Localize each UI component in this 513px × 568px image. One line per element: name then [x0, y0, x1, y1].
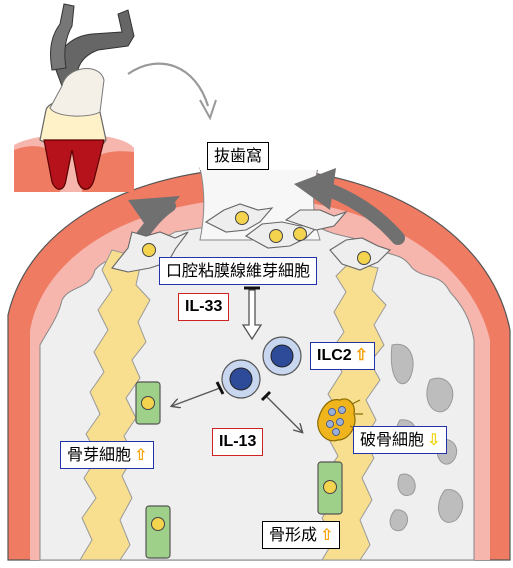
il13-label: IL-13 — [212, 428, 263, 456]
il13-label-text: IL-13 — [219, 433, 256, 450]
socket-label: 抜歯窩 — [207, 142, 269, 170]
osteoclast-label: 破骨細胞⇩ — [353, 426, 447, 454]
il33-label-text: IL-33 — [185, 298, 222, 315]
osteoblast-increase-icon: ⇧ — [134, 445, 147, 464]
osteoclast-decrease-icon: ⇩ — [427, 430, 440, 449]
osteoclast-label-text: 破骨細胞 — [360, 430, 424, 449]
tooth-extraction-illustration — [14, 4, 216, 192]
bone-formation-label: 骨形成⇧ — [262, 521, 340, 549]
ilc2-increase-icon: ⇧ — [355, 347, 368, 364]
il33-label: IL-33 — [178, 293, 229, 321]
fibroblast-label-text: 口腔粘膜線維芽細胞 — [166, 261, 310, 280]
ilc2-label-text: ILC2 — [317, 347, 352, 364]
ilc2-label: ILC2⇧ — [310, 342, 375, 370]
bone-formation-increase-icon: ⇧ — [320, 525, 333, 544]
osteoblast-label-text: 骨芽細胞 — [67, 445, 131, 464]
socket-label-text: 抜歯窩 — [214, 146, 262, 165]
fibroblast-label: 口腔粘膜線維芽細胞 — [159, 257, 317, 285]
osteoblast-label: 骨芽細胞⇧ — [60, 441, 154, 469]
bone-formation-label-text: 骨形成 — [269, 525, 317, 544]
